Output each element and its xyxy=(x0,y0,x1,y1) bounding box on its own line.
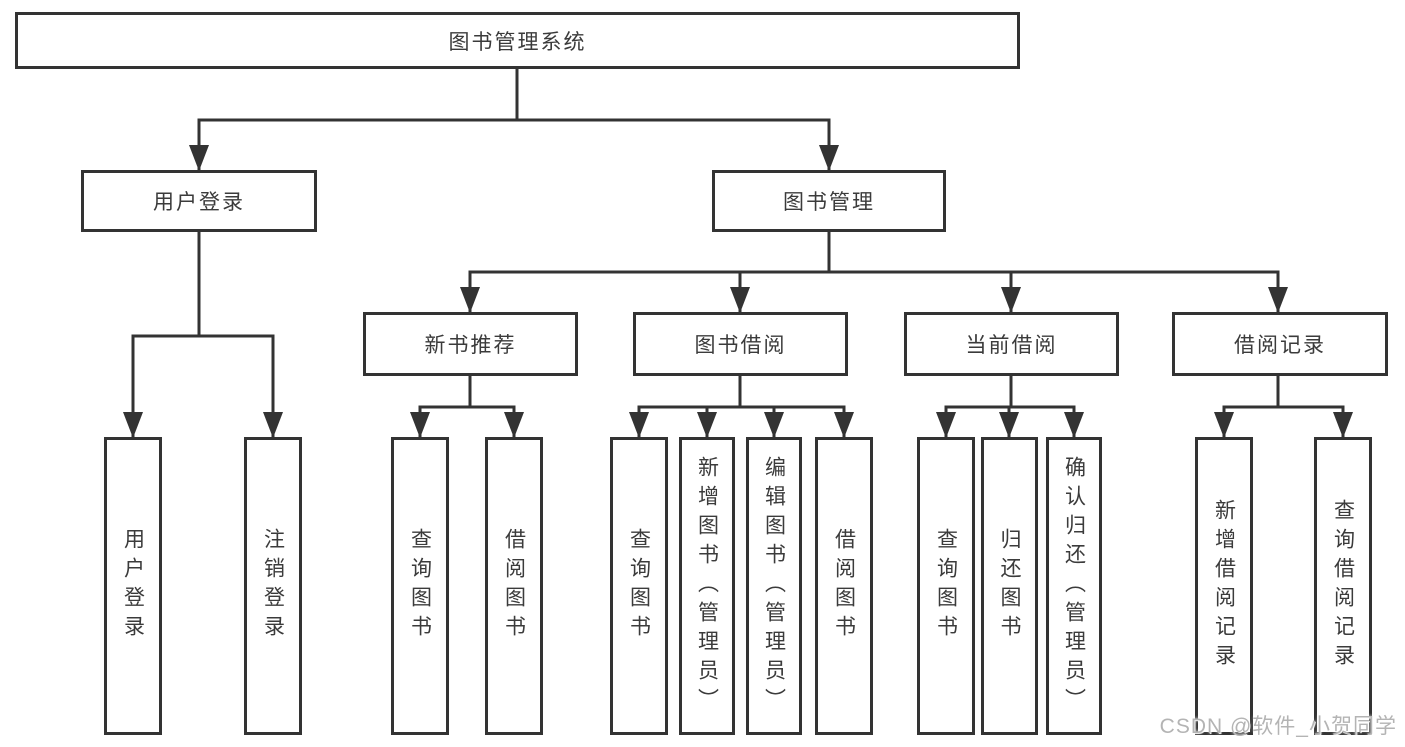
leaf-return-books-label: 归还图书 xyxy=(998,528,1021,644)
leaf-query-books-current: 查询图书 xyxy=(917,437,975,735)
leaf-add-borrow-record: 新增借阅记录 xyxy=(1195,437,1253,735)
leaf-edit-books-admin: 编辑图书（管理员） xyxy=(746,437,802,735)
leaf-query-borrow-record-label: 查询借阅记录 xyxy=(1331,499,1355,673)
leaf-add-books-admin-label: 新增图书（管理员） xyxy=(695,455,719,717)
leaf-logout: 注销登录 xyxy=(244,437,302,735)
leaf-borrow-books-label: 借阅图书 xyxy=(832,528,856,644)
leaf-query-books-recommend: 查询图书 xyxy=(391,437,449,735)
leaf-query-books-recommend-label: 查询图书 xyxy=(408,528,432,644)
node-root: 图书管理系统 xyxy=(15,12,1020,69)
node-new-book-recommend-label: 新书推荐 xyxy=(424,334,517,357)
leaf-edit-books-admin-label: 编辑图书（管理员） xyxy=(762,455,786,717)
node-current-borrowing: 当前借阅 xyxy=(904,312,1119,376)
leaf-user-login-label: 用户登录 xyxy=(121,528,145,644)
leaf-confirm-return-admin: 确认归还（管理员） xyxy=(1046,437,1102,735)
leaf-add-books-admin: 新增图书（管理员） xyxy=(679,437,735,735)
leaf-logout-label: 注销登录 xyxy=(261,528,285,644)
node-user-login: 用户登录 xyxy=(81,170,317,232)
node-book-management-label: 图书管理 xyxy=(783,191,875,214)
node-root-label: 图书管理系统 xyxy=(448,30,587,54)
leaf-user-login: 用户登录 xyxy=(104,437,162,735)
leaf-borrow-books: 借阅图书 xyxy=(815,437,873,735)
node-new-book-recommend: 新书推荐 xyxy=(363,312,578,376)
node-borrow-records-label: 借阅记录 xyxy=(1234,334,1326,357)
leaf-query-books-borrowing: 查询图书 xyxy=(610,437,668,735)
leaf-confirm-return-admin-label: 确认归还（管理员） xyxy=(1062,455,1086,717)
leaf-query-books-current-label: 查询图书 xyxy=(934,528,958,644)
node-borrow-records: 借阅记录 xyxy=(1172,312,1388,376)
leaf-return-books: 归还图书 xyxy=(981,437,1038,735)
node-user-login-label: 用户登录 xyxy=(153,191,245,214)
leaf-add-borrow-record-label: 新增借阅记录 xyxy=(1212,499,1236,673)
leaf-borrow-books-recommend: 借阅图书 xyxy=(485,437,543,735)
leaf-query-books-borrowing-label: 查询图书 xyxy=(627,528,651,644)
leaf-borrow-books-recommend-label: 借阅图书 xyxy=(502,528,526,644)
leaf-query-borrow-record: 查询借阅记录 xyxy=(1314,437,1372,735)
node-book-management: 图书管理 xyxy=(712,170,946,232)
csdn-watermark: CSDN @软件_小贺同学 xyxy=(1159,715,1397,738)
node-current-borrowing-label: 当前借阅 xyxy=(965,334,1058,357)
node-book-borrowing-label: 图书借阅 xyxy=(694,334,787,357)
node-book-borrowing: 图书借阅 xyxy=(633,312,848,376)
